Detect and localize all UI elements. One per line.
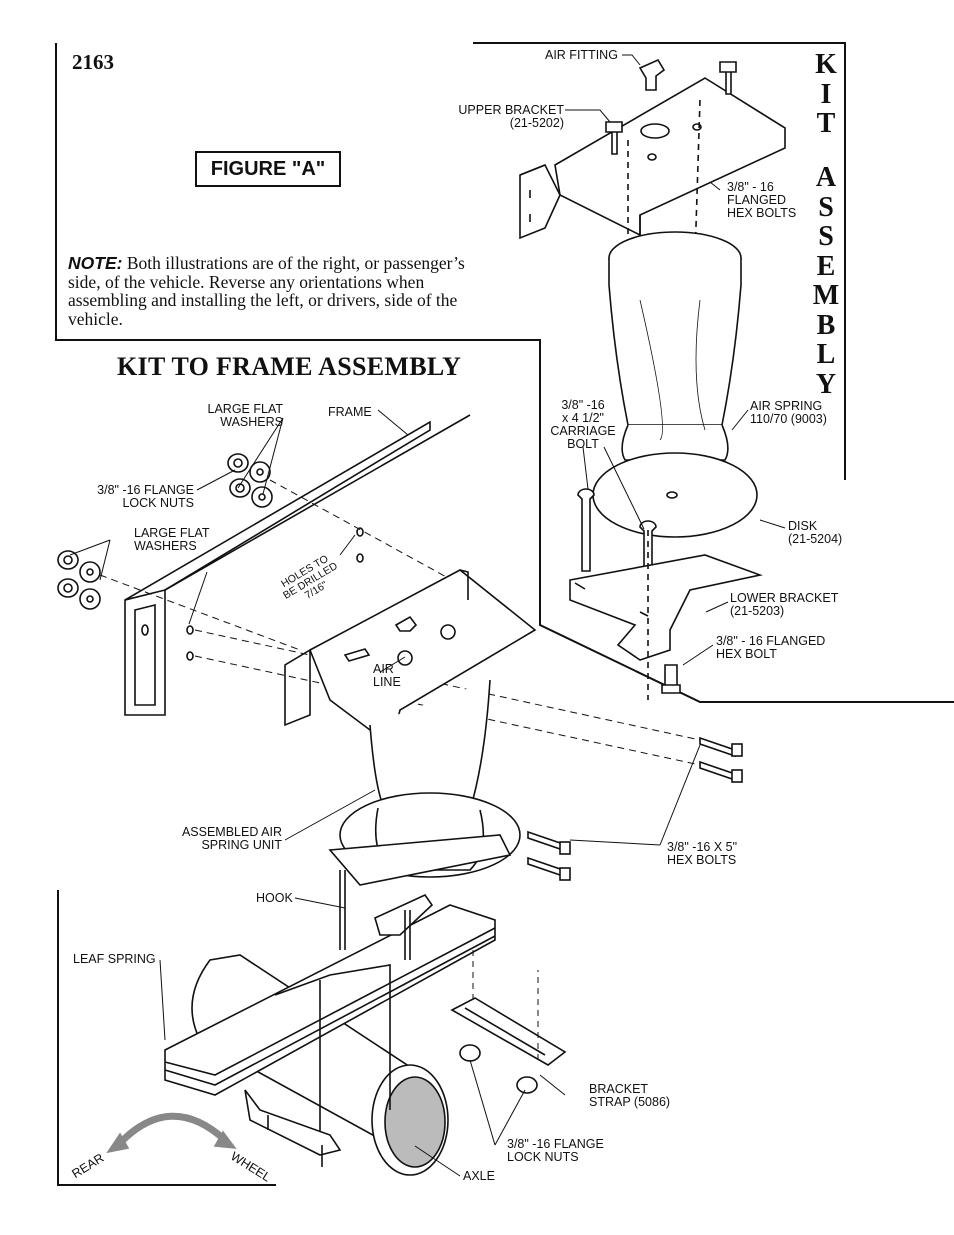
hex-bolts-5in — [527, 736, 743, 881]
leaf-spring-part — [164, 904, 496, 1096]
page-number: 2163 — [72, 50, 114, 74]
label-flanged-hex-bolt: 3/8" - 16 FLANGED HEX BOLT — [716, 634, 826, 661]
label-flange-lock-nuts-bottom: 3/8" -16 FLANGE LOCK NUTS — [507, 1137, 604, 1164]
left-washers-and-nuts — [57, 550, 101, 610]
label-axle: AXLE — [463, 1169, 495, 1183]
section-title: KIT TO FRAME ASSEMBLY — [117, 352, 462, 381]
label-disk: DISK (21-5204) — [788, 519, 843, 546]
label-flange-lock-nuts-top: 3/8" -16 FLANGE LOCK NUTS — [97, 483, 194, 510]
bracket-strap — [450, 997, 567, 1066]
label-assembled-air-spring-unit: ASSEMBLED AIR SPRING UNIT — [181, 825, 282, 852]
hook-part — [374, 893, 434, 936]
label-air-fitting: AIR FITTING — [545, 48, 618, 62]
lower-flanged-hex-bolt — [661, 664, 681, 694]
figure-label: FIGURE "A" — [195, 151, 341, 187]
label-lower-bracket: LOWER BRACKET (21-5203) — [730, 591, 839, 618]
label-large-flat-washers-top: LARGE FLAT WASHERS — [207, 402, 283, 429]
label-hook: HOOK — [256, 891, 293, 905]
upper-bracket — [554, 77, 786, 237]
label-upper-bracket: UPPER BRACKET (21-5202) — [458, 103, 564, 130]
top-left-panel-border — [55, 43, 954, 703]
axle-illustration — [106, 834, 567, 1177]
label-air-line: AIR LINE — [373, 662, 401, 689]
lower-bracket — [569, 554, 763, 661]
label-large-flat-washers-left: LARGE FLAT WASHERS — [134, 526, 210, 553]
rear-wheel-arrow — [115, 1112, 228, 1148]
kit-assembly-illustration — [519, 54, 786, 700]
label-bracket-strap: BRACKET STRAP (5086) — [589, 1082, 671, 1109]
label-flanged-hex-bolts: 3/8" - 16 FLANGED HEX BOLTS — [727, 180, 797, 220]
lock-nut-1 — [459, 1044, 481, 1062]
upper-bolt-left — [605, 121, 623, 155]
label-air-spring: AIR SPRING 110/70 (9003) — [750, 399, 827, 426]
air-spring-body — [608, 258, 742, 426]
note-paragraph: NOTE: Both illustrations are of the righ… — [68, 254, 468, 328]
air-fitting-part — [638, 58, 666, 91]
disk-part — [592, 452, 758, 538]
label-leaf-spring: LEAF SPRING — [73, 952, 156, 966]
label-hex-bolts-5: 3/8" -16 X 5" HEX BOLTS — [667, 840, 738, 867]
bottom-left-panel-border — [57, 890, 276, 1186]
right-panel-border — [473, 42, 846, 480]
carriage-bolt-left — [577, 488, 595, 572]
upper-bolt-right — [719, 61, 737, 95]
top-washers-and-nuts — [227, 453, 273, 508]
note-lead: NOTE: — [68, 253, 123, 273]
lock-nut-2 — [516, 1076, 538, 1094]
label-frame: FRAME — [328, 405, 372, 419]
note-body: Both illustrations are of the right, or … — [68, 253, 465, 329]
label-carriage-bolt: 3/8" -16 x 4 1/2" CARRIAGE BOLT — [550, 398, 616, 451]
